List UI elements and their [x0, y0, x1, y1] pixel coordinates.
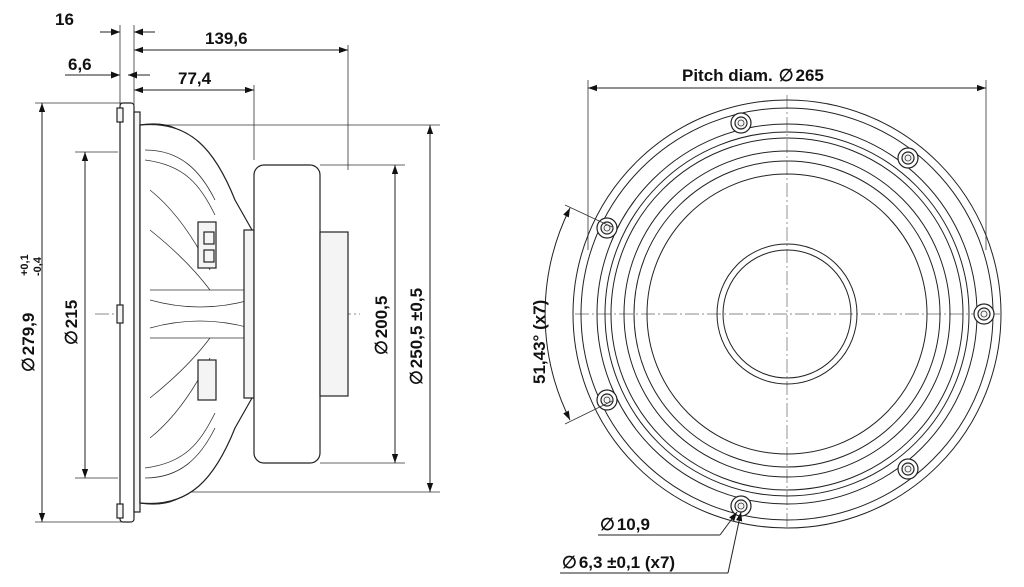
hole-angle-label: 51,43° (x7) [530, 300, 549, 384]
counterbore-label: 10,9 [617, 515, 650, 534]
dust-cap-outer [716, 243, 858, 385]
flange-offset-label: 6,6 [68, 55, 92, 74]
pole-vent [319, 231, 349, 397]
dim-outer-diameter: ∅279,9 +0,1 -0,4 [19, 103, 46, 522]
gasket-outer [604, 131, 970, 497]
svg-text:∅215: ∅ 215 [62, 300, 81, 345]
diameter-symbol: ∅ [372, 340, 391, 355]
dim-flange-thickness: 16 [55, 10, 155, 36]
diameter-symbol: ∅ [779, 66, 794, 85]
gasket-inner [610, 137, 964, 491]
svg-text:Pitch diam.∅265: Pitch diam. ∅265 [682, 66, 824, 85]
mounting-holes [596, 112, 995, 517]
svg-text:∅200,5: ∅200,5 [372, 296, 391, 355]
dim-mounting-diameter: ∅ 250,5 ±0,5 [407, 125, 434, 492]
diameter-symbol: ∅ [62, 330, 81, 345]
diameter-symbol: ∅ [562, 553, 577, 572]
svg-text:∅279,9: ∅279,9 [19, 313, 38, 372]
baffle-cutout-label: 215 [62, 300, 81, 328]
mounting-hole [596, 217, 618, 239]
basket [139, 123, 253, 505]
side-view: 16 139,6 6,6 77,4 ∅279,9 +0,1 -0,4 [19, 10, 440, 523]
front-view: Pitch diam.∅265 [530, 66, 1002, 574]
dim-flange-offset: 6,6 [65, 55, 150, 79]
terminal [197, 359, 217, 401]
cone-edge [646, 173, 928, 455]
outer-rim [572, 99, 1002, 529]
dim-hole-diameter: ∅6,3 ±0,1 (x7) [560, 511, 743, 574]
hole-diameter-label: 6,3 ±0,1 (x7) [579, 553, 675, 572]
pitch-diameter-caption: Pitch diam. [682, 66, 773, 85]
svg-text:∅250,5 ±0,5: ∅ 250,5 ±0,5 [407, 288, 426, 385]
svg-text:∅10,9: ∅10,9 [600, 515, 650, 534]
mounting-hole [897, 147, 919, 169]
total-depth-label: 139,6 [205, 29, 248, 48]
mounting-diameter-label: 250,5 ±0,5 [407, 288, 426, 368]
back-plate [243, 229, 255, 399]
diameter-symbol: ∅ [600, 515, 615, 534]
mounting-hole [973, 303, 995, 325]
mounting-hole [897, 458, 919, 480]
mounting-hole [596, 389, 618, 411]
diameter-symbol: ∅ [407, 370, 426, 385]
flange-thickness-label: 16 [55, 10, 74, 29]
magnet [253, 164, 321, 464]
dim-baffle-cutout: ∅ 215 [62, 152, 89, 478]
dim-total-depth: 139,6 [134, 29, 348, 54]
terminal-tab [203, 249, 215, 263]
dim-magnet-diameter: ∅200,5 [372, 165, 399, 463]
outer-diameter-label: 279,9 [19, 313, 38, 356]
screw-mark [116, 107, 124, 123]
screw-mark [116, 503, 124, 519]
driver-side-body [95, 102, 360, 523]
surround-inner [633, 160, 941, 468]
dim-counterbore: ∅10,9 [598, 511, 738, 536]
terminal-tab [203, 231, 215, 245]
dim-hole-angle: 51,43° (x7) [530, 204, 613, 425]
diameter-symbol: ∅ [19, 357, 38, 372]
flange-lip [133, 111, 141, 513]
magnet-diameter-label: 200,5 [372, 296, 391, 339]
dust-cap-inner [722, 249, 852, 379]
dim-frame-depth: 77,4 [134, 69, 254, 94]
pitch-diameter-label: 265 [796, 66, 824, 85]
screw-mark [116, 304, 124, 324]
mounting-hole [730, 112, 752, 134]
svg-text:∅6,3 ±0,1 (x7): ∅6,3 ±0,1 (x7) [562, 553, 675, 572]
dim-pitch-diameter: Pitch diam. ∅265 [588, 66, 986, 92]
frame-depth-label: 77,4 [178, 69, 212, 88]
outer-diameter-tol-minus: -0,4 [32, 256, 44, 276]
surround-outer [623, 150, 951, 478]
outer-diameter-tol-plus: +0,1 [19, 254, 31, 276]
